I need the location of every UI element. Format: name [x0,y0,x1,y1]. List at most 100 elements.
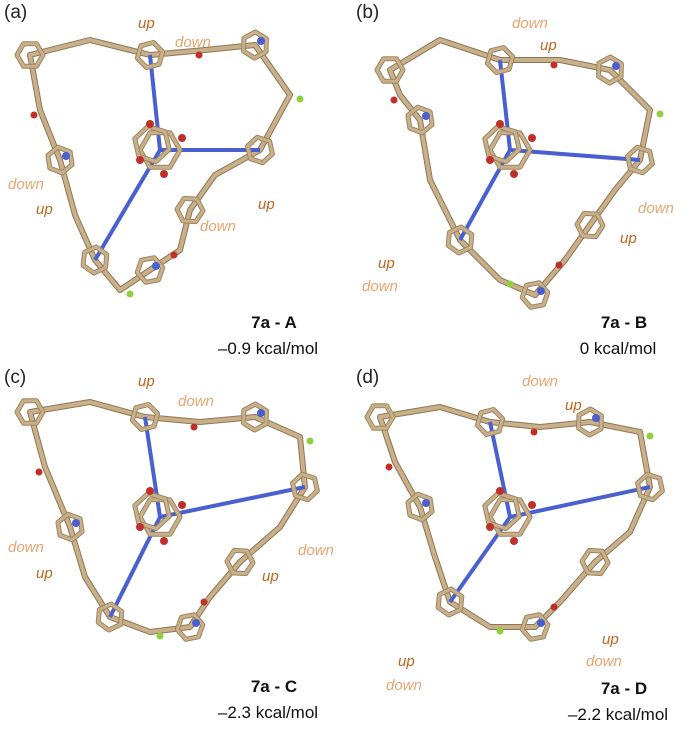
nitrogen-atom [192,619,200,627]
oxygen-atom [160,537,168,545]
aromatic-ring [375,57,405,83]
fluorine-atom [296,95,304,103]
aromatic-ring [291,472,319,502]
nitrogen-atom [592,414,600,422]
nitrogen-atom [62,152,70,160]
conformer-name: 7a - C [250,677,298,696]
aromatic-ring [175,613,205,641]
conformation-tag: up [398,653,415,670]
backbone-bond [388,38,652,297]
conformation-tag: up [565,397,582,414]
conformer-energy: –2.3 kcal/mol [217,703,319,722]
aromatic-ring [483,491,521,531]
fluorine-atom [156,632,164,640]
panel-label: (a) [4,2,28,23]
conformation-tag: down [386,677,422,694]
fluorine-atom [126,290,134,298]
aromatic-ring [46,145,74,175]
aromatic-ring [520,281,550,309]
aromatic-ring [597,55,623,85]
conformation-tag: up [620,230,637,247]
conformation-tag: up [378,255,395,272]
conformer-energy: –2.2 kcal/mol [567,705,669,724]
oxygen-atom [136,156,144,164]
aromatic-ring [626,145,654,175]
oxygen-atom [510,170,518,178]
molecule-structure-c [14,398,320,642]
fluorine-atom [646,432,654,440]
panel-a: (a) up down down up up down 7a - A –0.9 … [0,0,350,367]
conformation-tag: down [178,393,214,410]
conformation-tag: down [638,200,674,217]
conformation-tag: down [586,653,622,670]
aromatic-ring [485,46,515,74]
conformation-tag: down [522,373,558,390]
backbone-bond [28,38,292,292]
conformer-energy: 0 kcal/mol [579,339,657,358]
arm-bond [509,485,651,519]
panel-label: (c) [4,367,27,388]
arm-bond [448,515,512,604]
aromatic-ring [520,613,550,641]
molecule-structure-d [364,403,665,642]
oxygen-atom [136,523,144,531]
aromatic-ring [406,492,434,522]
oxygen-atom [550,603,558,611]
aromatic-ring [225,548,255,576]
conformer-name: 7a - B [600,313,648,332]
aromatic-ring [436,587,464,617]
oxygen-atom [510,537,518,545]
conformation-tag: down [175,34,211,51]
panel-b: (b) down up up down down up 7a - B 0 kca… [350,0,700,367]
conformation-tag: down [512,15,548,32]
fluorine-atom [306,437,314,445]
oxygen-atom [146,120,154,128]
conformation-tag: up [36,201,53,218]
arm-bond [148,54,162,151]
aromatic-ring [365,404,395,430]
conformation-tag: down [8,539,44,556]
oxygen-atom [385,463,393,471]
aromatic-ring [577,407,603,437]
oxygen-atom [486,523,494,531]
aromatic-ring [56,512,84,542]
oxygen-atom [486,156,494,164]
nitrogen-atom [257,37,265,45]
oxygen-atom [160,170,168,178]
conformation-tag: down [8,176,44,193]
conformation-tag: up [258,196,275,213]
aromatic-ring [580,548,610,576]
fluorine-atom [506,280,514,288]
oxygen-atom [528,501,536,509]
aromatic-ring [135,41,165,69]
conformation-tag: up [262,568,279,585]
oxygen-atom [496,487,504,495]
aromatic-ring [130,403,160,431]
panel-c: (c) up down down up down up 7a - C –2.3 … [0,367,350,734]
molecule-structure-a [14,29,304,298]
conformation-tag: down [298,542,334,559]
backbone-bond [378,405,652,629]
oxygen-atom [190,423,198,431]
conformation-tag: up [138,373,155,390]
conformation-tag: down [200,218,236,235]
nitrogen-atom [612,62,620,70]
oxygen-atom [390,96,398,104]
aromatic-ring [138,498,182,536]
aromatic-ring [575,211,605,239]
oxygen-atom [200,598,208,606]
nitrogen-atom [72,519,80,527]
oxygen-atom [555,261,563,269]
oxygen-atom [30,111,38,119]
aromatic-ring [133,491,171,531]
conformation-tag: up [540,37,557,54]
conformer-name: 7a - A [251,313,297,332]
oxygen-atom [35,468,43,476]
oxygen-atom [170,251,178,259]
aromatic-ring [133,124,171,164]
aromatic-ring [446,225,474,255]
oxygen-atom [195,51,203,59]
conformation-tag: up [138,15,155,32]
panel-d: (d) down up up down up down 7a - D –2.2 … [350,367,700,734]
aromatic-ring [138,131,182,169]
